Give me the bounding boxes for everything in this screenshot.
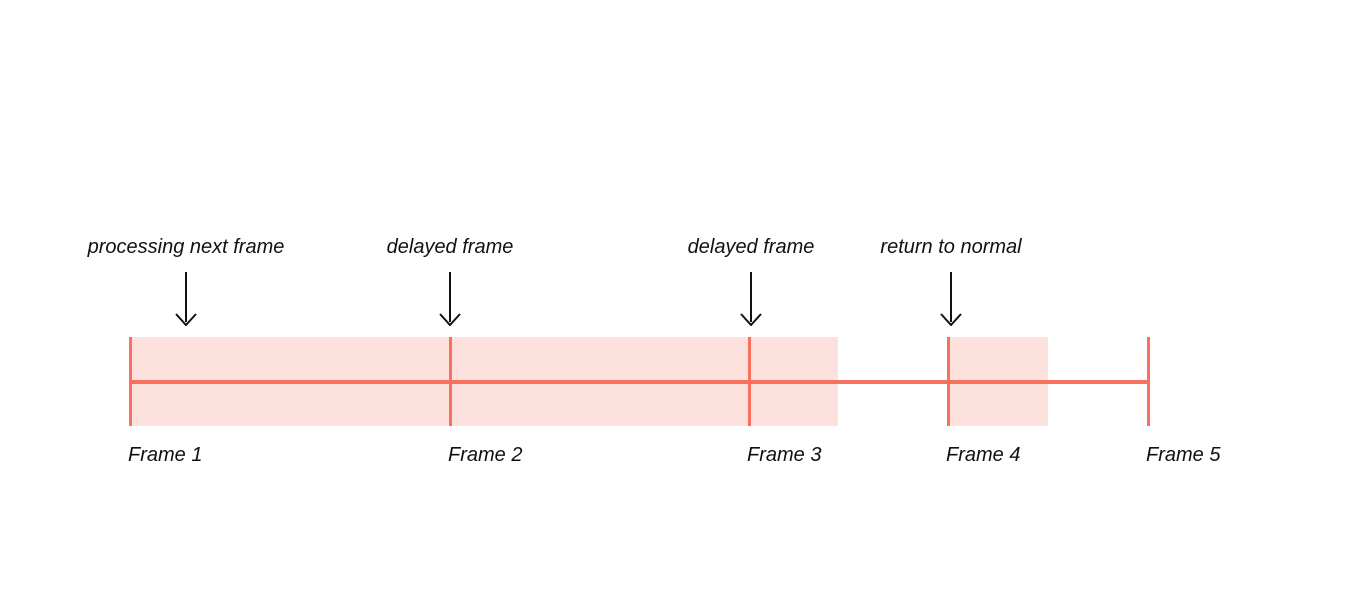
down-arrow-icon: [940, 272, 962, 326]
frame-label: Frame 1: [128, 444, 203, 466]
frame-label: Frame 2: [448, 444, 523, 466]
down-arrow-icon: [175, 272, 197, 326]
frame-tick: [128, 337, 132, 426]
annotation-text: delayed frame: [687, 236, 815, 258]
frame-tick: [1146, 337, 1150, 426]
frame-label: Frame 4: [946, 444, 1021, 466]
annotation-text: delayed frame: [386, 236, 514, 258]
frame-tick: [448, 337, 452, 426]
timeline-axis-line: [130, 380, 1148, 384]
frame-tick: [747, 337, 751, 426]
frame-label: Frame 5: [1146, 444, 1221, 466]
frame-label: Frame 3: [747, 444, 822, 466]
annotation-text: return to normal: [880, 236, 1022, 258]
frame-tick: [946, 337, 950, 426]
down-arrow-icon: [439, 272, 461, 326]
down-arrow-icon: [740, 272, 762, 326]
annotation-text: processing next frame: [87, 236, 285, 258]
